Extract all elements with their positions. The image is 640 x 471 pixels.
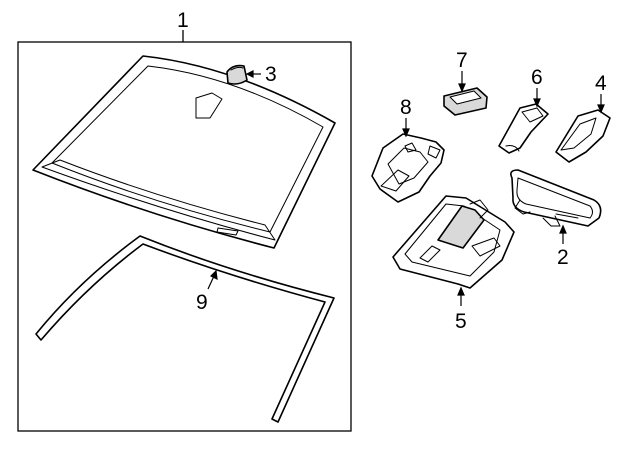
callout-3: 3 (265, 63, 277, 86)
windshield-group-frame (17, 41, 352, 432)
callout-7: 7 (456, 49, 468, 72)
callout-8: 8 (400, 96, 412, 119)
rain-sensor-cover (226, 64, 248, 85)
callout-6: 6 (531, 66, 543, 89)
windshield-glass (32, 55, 336, 249)
rearview-mirror (510, 169, 602, 227)
side-cover (555, 109, 611, 163)
callout-2: 2 (557, 246, 569, 269)
callout-9: 9 (196, 291, 208, 314)
callout-5: 5 (455, 310, 467, 333)
mirror-bracket (371, 133, 445, 203)
callout-4: 4 (595, 72, 607, 95)
upper-cover (498, 103, 549, 154)
windshield-molding (35, 235, 335, 423)
leader-arrows (207, 70, 605, 306)
sensor-cover (443, 87, 488, 116)
mirror-mount-housing (392, 195, 515, 289)
callout-1: 1 (177, 9, 189, 32)
